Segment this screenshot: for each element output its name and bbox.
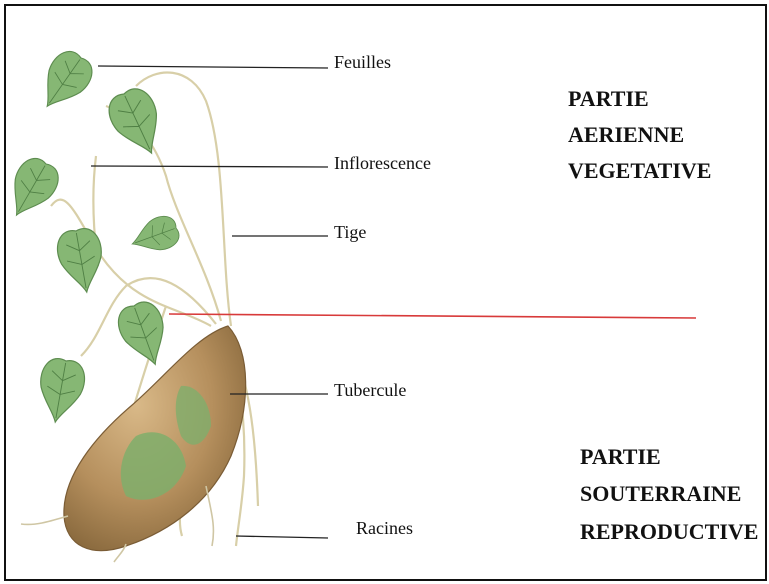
underground-part-heading: PARTIE SOUTERRAINE REPRODUCTIVE xyxy=(580,444,758,544)
aerial-line-2: AERIENNE xyxy=(568,122,684,147)
label-tige: Tige xyxy=(334,222,366,242)
aerial-line-1: PARTIE xyxy=(568,86,649,111)
yam-plant-diagram: Feuilles Inflorescence Tige Tubercule Ra… xyxy=(6,6,765,579)
underground-line-3: REPRODUCTIVE xyxy=(580,519,758,544)
underground-line-1: PARTIE xyxy=(580,444,661,469)
label-tubercule: Tubercule xyxy=(334,380,406,400)
aerial-part-heading: PARTIE AERIENNE VEGETATIVE xyxy=(568,86,711,183)
leaves xyxy=(6,45,182,426)
underground-line-2: SOUTERRAINE xyxy=(580,481,741,506)
label-feuilles: Feuilles xyxy=(334,52,391,72)
diagram-frame: Feuilles Inflorescence Tige Tubercule Ra… xyxy=(4,4,767,581)
divider-line xyxy=(169,314,696,318)
label-inflorescence: Inflorescence xyxy=(334,153,431,173)
label-racines: Racines xyxy=(356,518,413,538)
aerial-line-3: VEGETATIVE xyxy=(568,158,711,183)
